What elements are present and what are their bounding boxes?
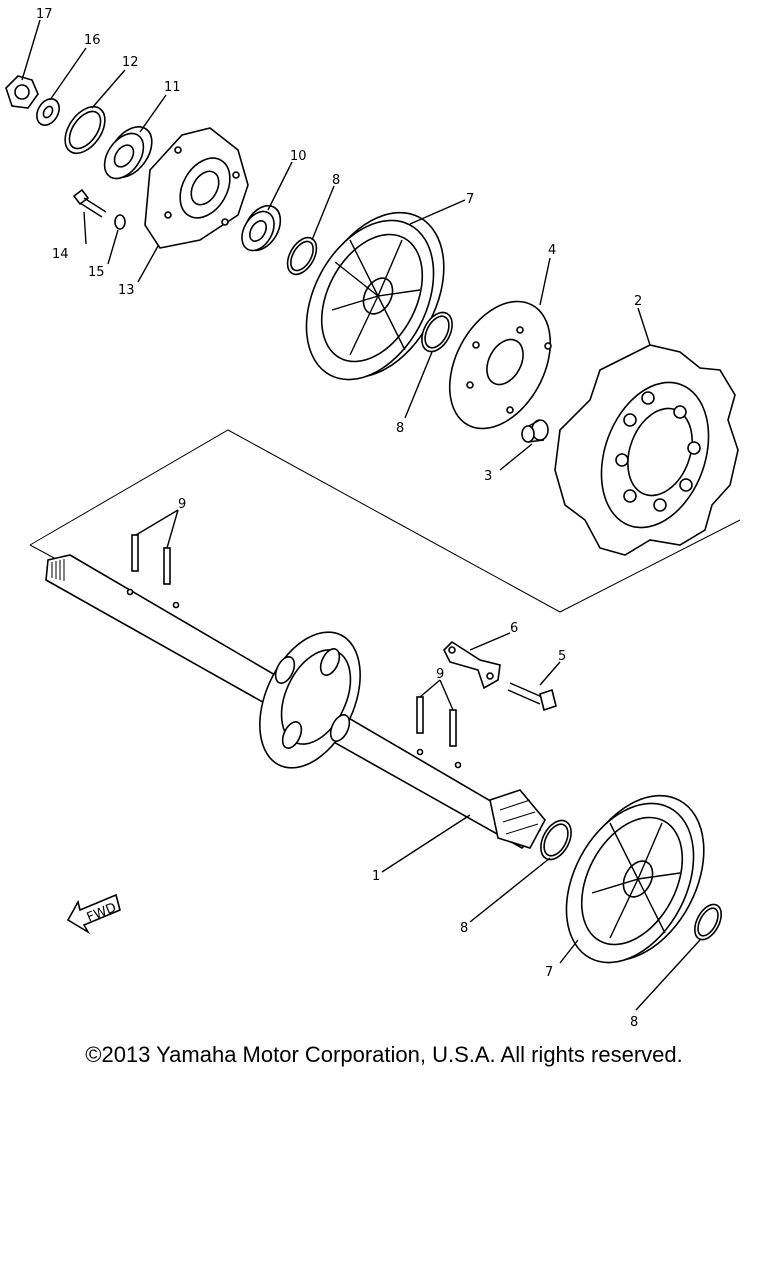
exploded-parts-diagram: FWD 17 16 12 11 10 8 7 4 bbox=[5, 7, 741, 1030]
label-part-9-upper: 9 bbox=[178, 497, 186, 512]
label-part-8-bottom: 8 bbox=[630, 1015, 638, 1030]
label-part-12: 12 bbox=[122, 55, 139, 70]
bolt-part-14 bbox=[72, 188, 107, 218]
idler-wheel-part-7-upper bbox=[305, 211, 445, 381]
circlip-part-12 bbox=[64, 106, 106, 154]
bearing-housing-part-13 bbox=[144, 127, 249, 249]
label-part-5: 5 bbox=[558, 649, 566, 664]
drive-shaft-part-1 bbox=[45, 554, 546, 849]
bracket-part-6 bbox=[443, 640, 501, 690]
ring-part-8-lower bbox=[540, 819, 572, 861]
forward-direction-arrow: FWD bbox=[66, 893, 121, 935]
drive-sprocket-part-2 bbox=[554, 344, 739, 556]
ring-part-8-middle bbox=[421, 311, 453, 353]
part-number-labels: 17 16 12 11 10 8 7 4 2 14 15 13 8 3 9 6 … bbox=[36, 7, 642, 1030]
fwd-label: FWD bbox=[85, 900, 119, 925]
ring-part-8-bottom bbox=[694, 903, 722, 941]
label-part-13: 13 bbox=[118, 283, 135, 298]
label-part-3: 3 bbox=[484, 469, 492, 484]
label-part-8-lower: 8 bbox=[460, 921, 468, 936]
label-part-10: 10 bbox=[290, 149, 307, 164]
washer-part-15 bbox=[114, 214, 126, 230]
washer-part-16 bbox=[36, 98, 60, 126]
copyright-notice: ©2013 Yamaha Motor Corporation, U.S.A. A… bbox=[85, 1042, 683, 1067]
label-part-11: 11 bbox=[164, 80, 181, 95]
oil-seal-part-10 bbox=[241, 204, 282, 252]
assembly-outline bbox=[29, 429, 741, 613]
label-part-16: 16 bbox=[84, 33, 101, 48]
label-part-7-upper: 7 bbox=[466, 192, 474, 207]
label-part-1: 1 bbox=[372, 869, 380, 884]
label-part-9-lower: 9 bbox=[436, 667, 444, 682]
label-part-14: 14 bbox=[52, 247, 69, 262]
collar-part-3 bbox=[521, 419, 549, 443]
label-part-2: 2 bbox=[634, 294, 642, 309]
pins-part-9-upper bbox=[131, 534, 171, 585]
label-part-8-middle: 8 bbox=[396, 421, 404, 436]
idler-wheel-part-7-lower bbox=[565, 794, 705, 964]
label-part-7-lower: 7 bbox=[545, 965, 553, 980]
bolt-part-5 bbox=[507, 682, 557, 712]
flange-plate-part-4 bbox=[448, 300, 552, 430]
bearing-part-11 bbox=[103, 126, 153, 180]
nut-part-17 bbox=[5, 75, 39, 109]
label-part-8-upper: 8 bbox=[332, 173, 340, 188]
ring-part-8-upper bbox=[286, 236, 318, 276]
label-part-6: 6 bbox=[510, 621, 518, 636]
label-part-4: 4 bbox=[548, 243, 556, 258]
label-part-17: 17 bbox=[36, 7, 53, 22]
leader-lines bbox=[21, 19, 701, 1011]
label-part-15: 15 bbox=[88, 265, 105, 280]
